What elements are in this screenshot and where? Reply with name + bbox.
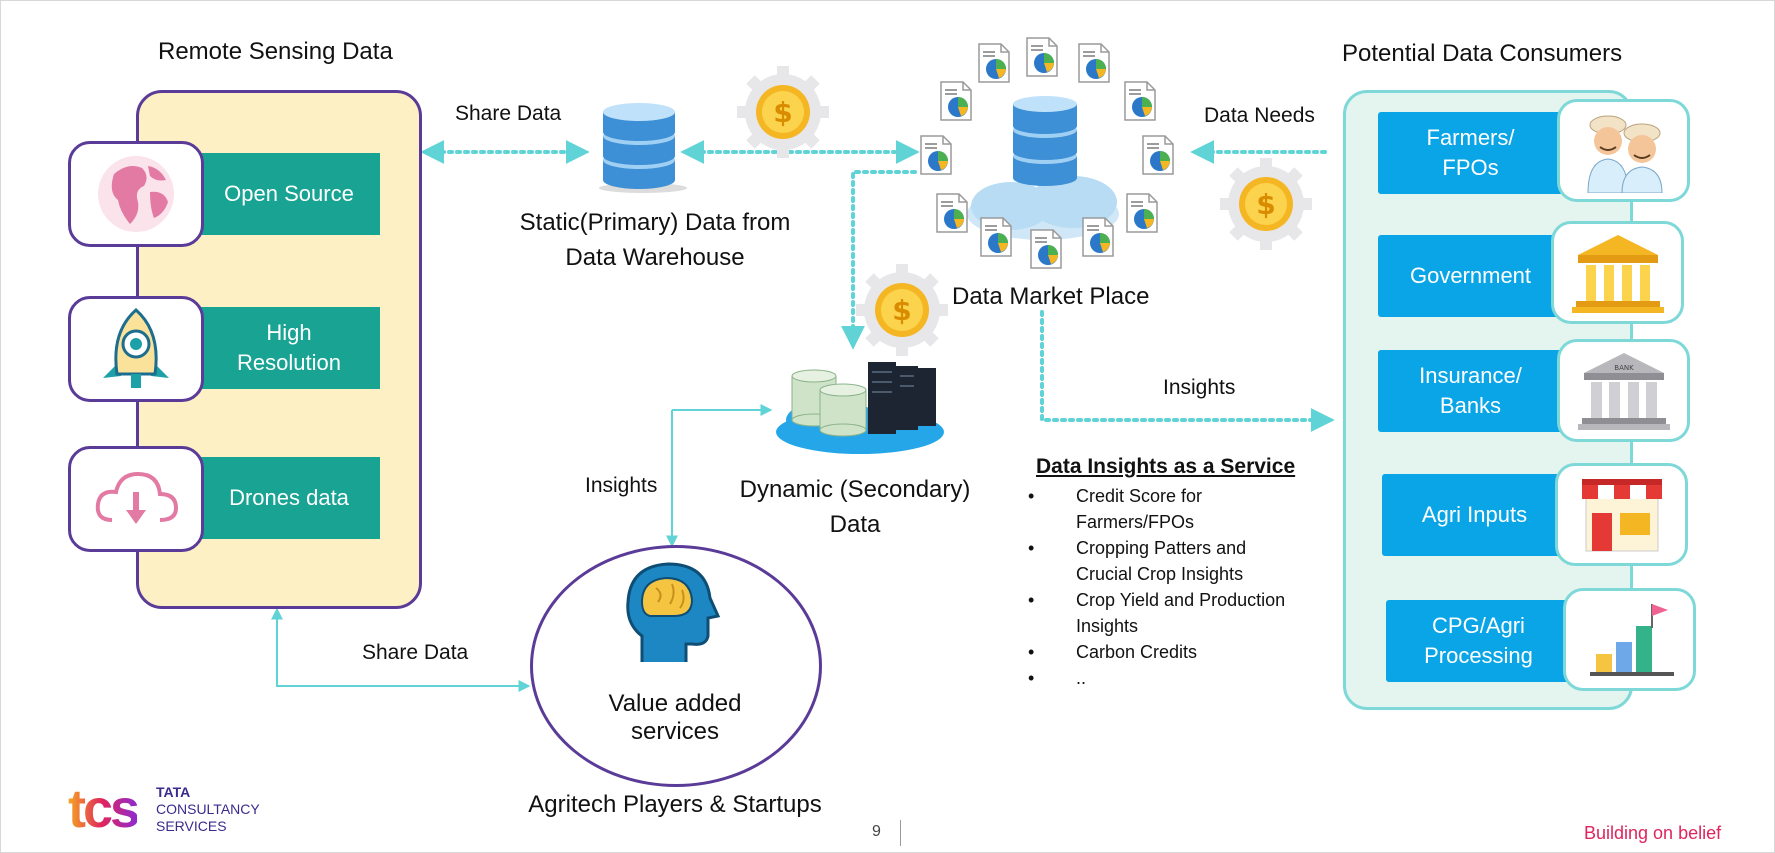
government-box: Government: [1378, 235, 1563, 317]
government-building-icon: [1551, 221, 1684, 324]
servers-cloud-icon: [776, 362, 944, 454]
insights-right-arrow: [1040, 310, 1335, 432]
svg-text:$: $: [892, 294, 911, 327]
consumers-title: Potential Data Consumers: [1342, 40, 1623, 67]
tcs-logo-line3: SERVICES: [156, 818, 227, 834]
list-item: •..: [1028, 668, 1087, 688]
coin-gear-icon: $: [1220, 158, 1312, 250]
insights-service-title: Data Insights as a Service: [1036, 455, 1296, 478]
coin-gear-icon: $: [856, 264, 948, 356]
insurance-banks-box: Insurance/ Banks: [1378, 350, 1563, 432]
tagline: Building on belief: [1584, 823, 1722, 843]
tcs-logo-line2: CONSULTANCY: [156, 801, 260, 817]
insights-service-list: •Credit Score for Farmers/FPOs •Cropping…: [1020, 483, 1340, 691]
static-data-label: Static(Primary) Data from Data Warehouse: [519, 209, 791, 271]
share-data-bottom-label: Share Data: [362, 641, 469, 664]
open-source-box: Open Source: [198, 153, 380, 235]
market-dynamic-arrow: [841, 170, 917, 350]
tcs-logo-mark: tcs: [68, 779, 140, 839]
database-icon: [599, 103, 687, 193]
svg-text:$: $: [1256, 188, 1275, 221]
farmers-icon: [1557, 99, 1690, 202]
cloud-download-icon: [68, 446, 204, 552]
growth-chart-icon: [1563, 588, 1696, 691]
farmers-box: Farmers/ FPOs: [1378, 112, 1563, 194]
page-number: 9: [872, 823, 881, 840]
list-item: •Credit Score for Farmers/FPOs: [1028, 486, 1203, 532]
data-market-place-icon: [920, 37, 1174, 269]
rocket-icon: [68, 296, 204, 402]
data-needs-label: Data Needs: [1204, 104, 1315, 127]
globe-icon: [68, 141, 204, 247]
high-resolution-box: High Resolution: [198, 307, 380, 389]
share-data-top-label: Share Data: [455, 102, 562, 125]
bank-icon: BANK: [1557, 339, 1690, 442]
list-item: •Carbon Credits: [1028, 642, 1198, 662]
list-item: •Cropping Patters and Crucial Crop Insig…: [1028, 538, 1247, 584]
remote-sensing-title: Remote Sensing Data: [158, 38, 393, 65]
share-data-bottom-arrow: [271, 607, 531, 692]
value-added-label: Value added services: [608, 690, 742, 745]
insights-right-label: Insights: [1163, 376, 1236, 399]
tcs-logo-line1: TATA: [156, 784, 191, 800]
svg-text:BANK: BANK: [1614, 364, 1634, 372]
agri-inputs-box: Agri Inputs: [1382, 474, 1567, 556]
coin-gear-icon: $: [737, 66, 829, 158]
svg-text:$: $: [773, 96, 792, 129]
list-item: •Crop Yield and Production Insights: [1028, 590, 1286, 636]
brain-head-icon: [626, 562, 720, 662]
dynamic-data-label: Dynamic (Secondary) Data: [739, 476, 971, 538]
insights-left-label: Insights: [585, 474, 658, 497]
data-market-place-label: Data Market Place: [952, 283, 1150, 310]
drones-data-box: Drones data: [198, 457, 380, 539]
agritech-caption: Agritech Players & Startups: [528, 791, 822, 818]
footer-divider: [900, 820, 901, 846]
cpg-agri-processing-box: CPG/Agri Processing: [1386, 600, 1571, 682]
shop-icon: [1555, 463, 1688, 566]
